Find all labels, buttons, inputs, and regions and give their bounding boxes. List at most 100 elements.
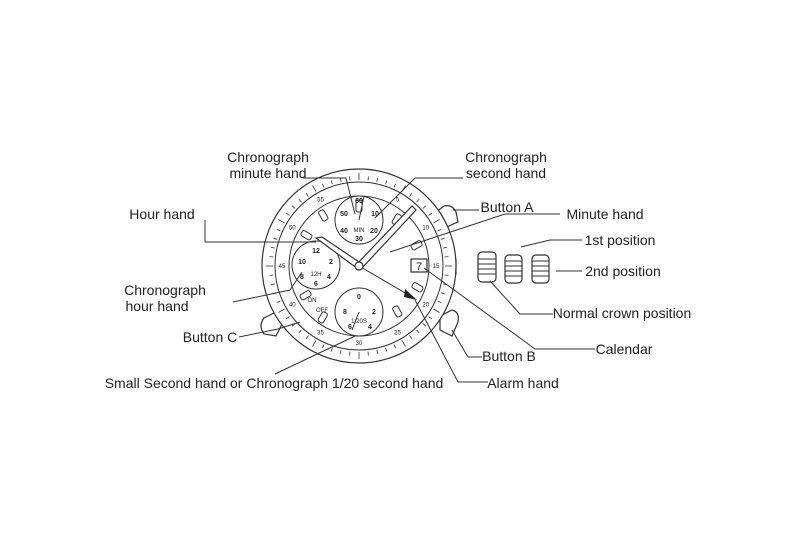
label-normal-crown-position: Normal crown position xyxy=(553,305,692,321)
left-subdial-unit: 12H xyxy=(310,272,321,278)
bezel-tick xyxy=(276,300,281,303)
bezel-tick xyxy=(433,219,440,224)
top-subdial-num: 10 xyxy=(371,211,379,218)
bezel-tick xyxy=(330,180,333,185)
bezel-tick xyxy=(437,300,442,303)
bezel-number: 55 xyxy=(317,197,324,203)
top-subdial-num: 20 xyxy=(370,228,378,235)
bezel-tick xyxy=(270,283,275,286)
bezel-tick xyxy=(339,177,342,182)
bezel-tick xyxy=(298,329,302,334)
bottom-subdial-num: 8 xyxy=(343,309,347,316)
alarm-hand-shape xyxy=(358,265,413,298)
crown-position-1 xyxy=(477,251,497,283)
label-button-a: Button A xyxy=(481,199,535,215)
label-chrono-minute-hand: minute hand xyxy=(229,165,306,181)
top-subdial-num: 40 xyxy=(340,228,348,235)
bezel-number: 25 xyxy=(394,331,401,337)
bezel-number: 45 xyxy=(279,264,286,270)
bezel-tick xyxy=(385,180,388,185)
label-button-b: Button B xyxy=(482,348,536,364)
bezel-tick xyxy=(298,198,302,203)
bezel-tick xyxy=(291,205,296,209)
label-1st-position: 1st position xyxy=(585,232,656,248)
bezel-tick xyxy=(278,219,285,224)
bezel-tick xyxy=(305,192,309,197)
on-label: ON xyxy=(308,298,317,304)
bezel-tick xyxy=(437,229,442,232)
top-subdial: 60 10 20 30 40 50 MIN xyxy=(334,195,384,245)
bezel-tick xyxy=(270,246,275,249)
label-chrono-second-hand: Chronograph xyxy=(465,149,547,165)
top-subdial-num: 30 xyxy=(355,236,363,243)
bezel-tick xyxy=(385,347,388,352)
bezel-number: 50 xyxy=(289,226,296,232)
bezel-tick xyxy=(285,212,290,216)
leader-lines xyxy=(204,177,595,383)
label-hour-hand: Hour hand xyxy=(129,206,194,222)
left-subdial-num: 12 xyxy=(312,248,320,255)
top-subdial-unit: MIN xyxy=(354,228,365,234)
bezel-tick xyxy=(393,344,396,349)
bezel-number: 40 xyxy=(289,303,296,309)
crown-position-2 xyxy=(504,254,523,284)
bezel-tick xyxy=(339,350,342,355)
label-small-second-hand: Small Second hand or Chronograph 1/20 se… xyxy=(105,375,444,391)
label-calendar: Calendar xyxy=(596,341,653,357)
bezel-tick xyxy=(416,198,420,203)
bezel-tick xyxy=(312,340,317,347)
bezel-number: 35 xyxy=(317,331,324,337)
bottom-subdial-num: 6 xyxy=(348,324,352,331)
bezel-number: 5 xyxy=(396,197,400,203)
left-subdial-num: 4 xyxy=(327,274,331,281)
left-subdial-num: 2 xyxy=(329,259,333,266)
bezel-tick xyxy=(330,347,333,352)
top-subdial-num: 60 xyxy=(355,198,363,205)
bezel-number: 10 xyxy=(422,226,429,232)
bezel-tick xyxy=(273,237,278,240)
bezel-tick xyxy=(312,185,317,192)
label-chrono-hour-hand: hour hand xyxy=(125,298,188,314)
bezel-tick xyxy=(393,183,396,188)
left-subdial-num: 10 xyxy=(298,259,306,266)
left-subdial: 12 2 4 6 8 10 12H xyxy=(291,240,341,290)
bezel-number: 30 xyxy=(356,341,363,347)
bezel-tick xyxy=(440,292,445,295)
bezel-tick xyxy=(376,350,379,355)
bezel-tick xyxy=(409,192,413,197)
crown-position-3 xyxy=(531,254,550,284)
bottom-subdial-unit: 1/20S xyxy=(351,319,367,325)
center-pinion xyxy=(354,261,364,271)
bezel-tick xyxy=(440,237,445,240)
bezel-tick xyxy=(322,183,325,188)
label-chrono-second-hand: second hand xyxy=(466,165,546,181)
bezel-tick xyxy=(322,344,325,349)
alarm-hand-tip xyxy=(404,289,417,300)
label-alarm-hand: Alarm hand xyxy=(487,375,559,391)
bezel-tick xyxy=(422,205,427,209)
off-label: OFF xyxy=(316,308,328,314)
label-chrono-minute-hand: Chronograph xyxy=(227,149,309,165)
bottom-subdial-num: 4 xyxy=(368,324,372,331)
bezel-tick xyxy=(428,316,433,320)
date-window-value: 7 xyxy=(416,261,422,273)
bottom-subdial: 0 2 4 6 8 1/20S xyxy=(334,287,384,337)
label-minute-hand: Minute hand xyxy=(566,206,643,222)
top-subdial-num: 50 xyxy=(340,211,348,218)
bezel-tick xyxy=(422,323,427,327)
bezel-tick xyxy=(305,335,309,340)
bezel-tick xyxy=(409,335,413,340)
bottom-subdial-num: 0 xyxy=(357,294,361,301)
bezel-tick xyxy=(416,329,420,334)
bezel-tick xyxy=(433,308,440,313)
label-2nd-position: 2nd position xyxy=(585,263,661,279)
bezel-tick xyxy=(285,316,290,320)
label-button-c: Button C xyxy=(183,329,237,345)
bezel-tick xyxy=(376,177,379,182)
label-chrono-hour-hand: Chronograph xyxy=(124,282,206,298)
bezel-tick xyxy=(428,212,433,216)
button-b-shape xyxy=(439,309,459,337)
bezel-tick xyxy=(401,340,406,347)
